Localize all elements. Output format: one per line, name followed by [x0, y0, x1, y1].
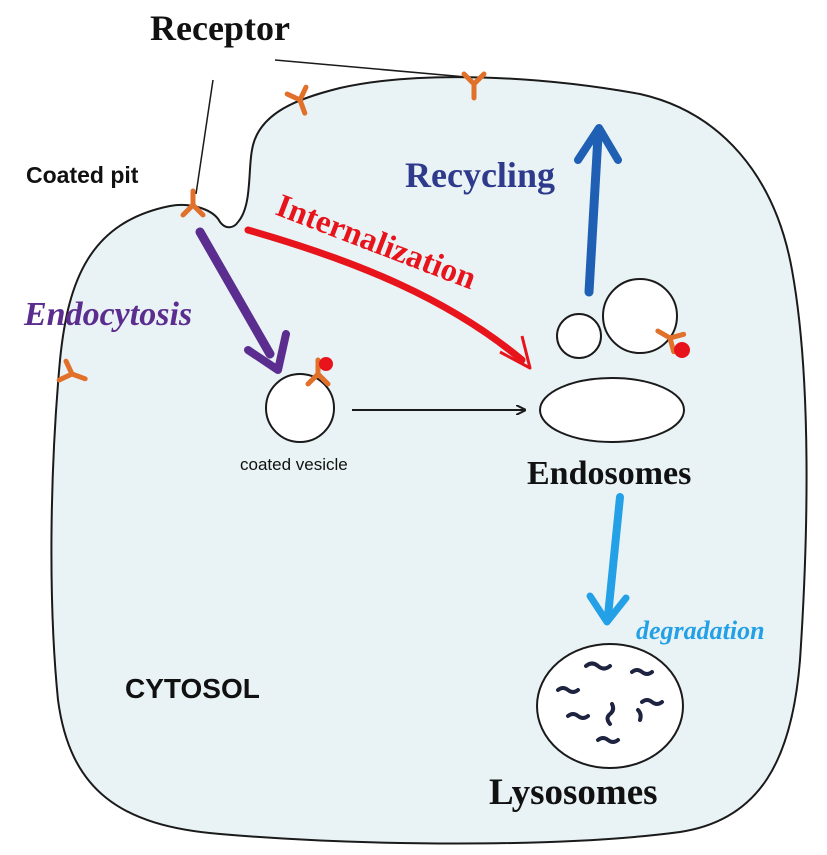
degradation-label: degradation	[636, 616, 765, 645]
endocytosis-arrowhead	[244, 330, 290, 374]
internalization-arrow	[244, 226, 526, 364]
coated-vesicle	[265, 373, 335, 443]
coated-vesicle-label: coated vesicle	[240, 455, 348, 474]
receptor-icon	[56, 358, 88, 383]
ligand-icon	[674, 342, 690, 358]
lysosome-squiggle-icon	[556, 661, 664, 744]
internalization-arrowhead	[499, 335, 532, 370]
endosome-large	[539, 377, 685, 443]
ligand-icon	[319, 357, 333, 371]
recycling-label: Recycling	[405, 155, 555, 195]
receptor-icon	[180, 188, 206, 218]
degradation-arrowhead	[586, 592, 630, 626]
recycling-arrowhead	[574, 124, 622, 164]
receptor-icon	[461, 71, 487, 101]
receptor-icon	[284, 84, 309, 116]
degradation-arrow	[604, 493, 624, 620]
receptor-icon	[305, 357, 331, 387]
receptor-icon	[655, 328, 687, 355]
endosome-small	[556, 313, 602, 359]
endosomes-label: Endosomes	[527, 455, 691, 492]
receptor-leader-right	[274, 59, 467, 78]
endosome-medium	[602, 278, 678, 354]
endocytosis-label: Endocytosis	[23, 296, 192, 333]
recycling-arrow	[584, 131, 603, 297]
lysosomes-label: Lysosomes	[489, 772, 658, 813]
endocytosis-arrow	[195, 227, 275, 359]
receptor-label: Receptor	[150, 8, 290, 48]
lysosome	[536, 643, 684, 769]
coated-pit-label: Coated pit	[26, 162, 139, 188]
receptor-leader-left	[195, 79, 214, 195]
cytosol-label: CYTOSOL	[125, 673, 260, 704]
